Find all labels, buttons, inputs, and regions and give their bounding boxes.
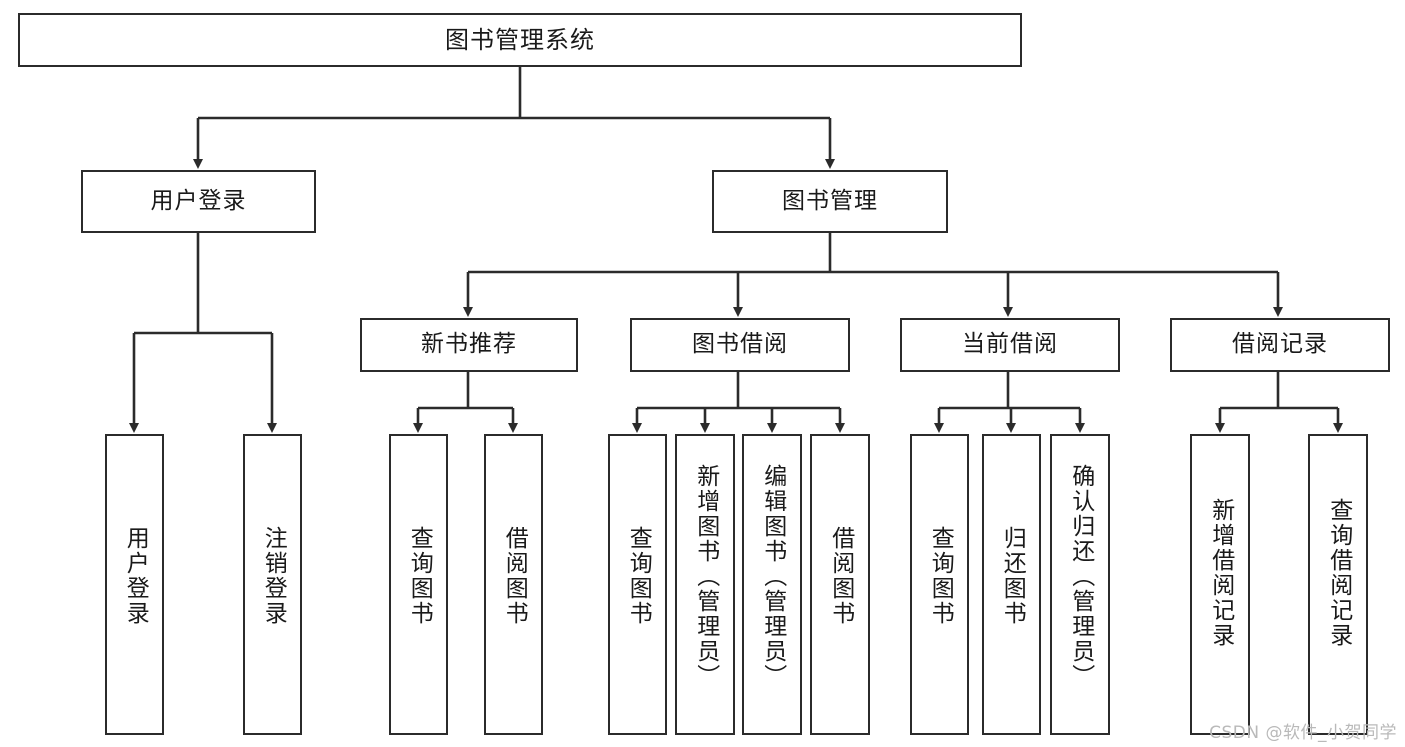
node-leaf-9[interactable]: 归还图书 (982, 434, 1041, 735)
node-leaf-8[interactable]: 查询图书 (910, 434, 969, 735)
node-leaf-7[interactable]: 借阅图书 (810, 434, 870, 735)
node-level3-0[interactable]: 新书推荐 (360, 318, 578, 372)
node-leaf-4-label: 查询图书 (625, 526, 652, 626)
node-level2-0-label: 用户登录 (150, 187, 247, 214)
node-leaf-0-label: 用户登录 (122, 526, 149, 626)
node-level3-2-label: 当前借阅 (962, 331, 1058, 358)
node-leaf-5[interactable]: 新增图书（管理员） (675, 434, 735, 735)
node-level2-0[interactable]: 用户登录 (81, 170, 316, 233)
node-leaf-4[interactable]: 查询图书 (608, 434, 667, 735)
node-leaf-1-label: 注销登录 (260, 526, 287, 626)
watermark: CSDN @软件_小贺同学 (1209, 723, 1397, 743)
node-root[interactable]: 图书管理系统 (18, 13, 1022, 67)
node-level3-1[interactable]: 图书借阅 (630, 318, 850, 372)
node-level3-2[interactable]: 当前借阅 (900, 318, 1120, 372)
node-level2-1[interactable]: 图书管理 (712, 170, 948, 233)
node-leaf-10-label: 确认归还（管理员） (1067, 464, 1094, 689)
node-leaf-7-label: 借阅图书 (827, 526, 854, 626)
node-leaf-6-label: 编辑图书（管理员） (759, 464, 786, 689)
node-leaf-11-label: 新增借阅记录 (1207, 498, 1234, 648)
node-leaf-5-label: 新增图书（管理员） (692, 464, 719, 689)
node-level3-0-label: 新书推荐 (421, 331, 517, 358)
node-level3-3[interactable]: 借阅记录 (1170, 318, 1390, 372)
node-leaf-6[interactable]: 编辑图书（管理员） (742, 434, 802, 735)
node-leaf-12-label: 查询借阅记录 (1325, 498, 1352, 648)
node-leaf-8-label: 查询图书 (927, 526, 954, 626)
node-leaf-3-label: 借阅图书 (501, 526, 528, 626)
node-level3-1-label: 图书借阅 (692, 331, 788, 358)
node-leaf-2[interactable]: 查询图书 (389, 434, 448, 735)
node-level2-1-label: 图书管理 (782, 187, 878, 214)
node-leaf-11[interactable]: 新增借阅记录 (1190, 434, 1250, 735)
node-level3-3-label: 借阅记录 (1232, 331, 1328, 358)
node-leaf-2-label: 查询图书 (406, 526, 433, 626)
node-root-label: 图书管理系统 (445, 25, 595, 54)
node-leaf-12[interactable]: 查询借阅记录 (1308, 434, 1368, 735)
node-leaf-9-label: 归还图书 (999, 526, 1026, 626)
node-leaf-10[interactable]: 确认归还（管理员） (1050, 434, 1110, 735)
node-leaf-0[interactable]: 用户登录 (105, 434, 164, 735)
node-leaf-1[interactable]: 注销登录 (243, 434, 302, 735)
node-leaf-3[interactable]: 借阅图书 (484, 434, 543, 735)
